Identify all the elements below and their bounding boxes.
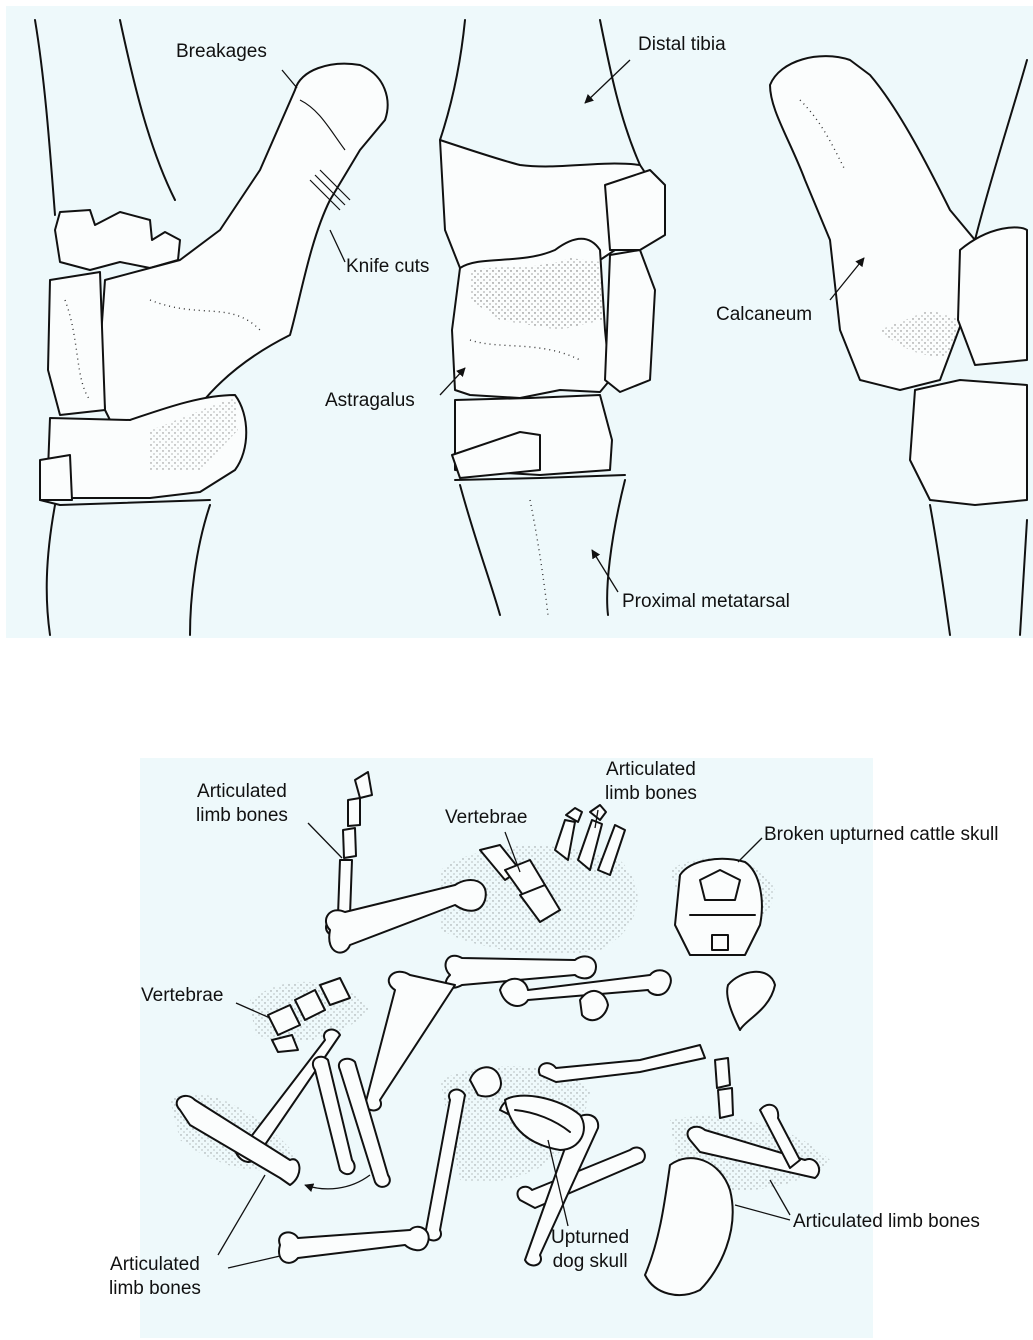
upturned-dog-skull-label: Upturned dog skull xyxy=(551,1226,629,1274)
astragalus-label: Astragalus xyxy=(325,389,415,413)
breakages-arrow xyxy=(282,70,297,88)
vertebrae-left-label: Vertebrae xyxy=(141,984,223,1008)
articulated-limb-bones-top-center-label: Articulated limb bones xyxy=(605,758,697,806)
articulated-limb-bones-bottom-right-label: Articulated limb bones xyxy=(793,1210,980,1234)
vertebrae-top-label: Vertebrae xyxy=(445,806,527,830)
articulated-limb-bones-bottom-left-label: Articulated limb bones xyxy=(109,1253,201,1301)
right-hock-view xyxy=(770,56,1027,635)
breakages-label: Breakages xyxy=(176,40,267,64)
hock-joint-drawing xyxy=(0,0,1033,640)
calcaneum-label: Calcaneum xyxy=(716,303,812,327)
distal-tibia-arrow xyxy=(585,60,630,103)
broken-cattle-skull-label: Broken upturned cattle skull xyxy=(764,823,998,847)
articulated-limb-bones-top-left-label: Articulated limb bones xyxy=(196,780,288,828)
knife-cuts-label: Knife cuts xyxy=(346,255,429,279)
proximal-metatarsal-label: Proximal metatarsal xyxy=(622,590,790,614)
left-hock-view xyxy=(35,20,388,635)
knife-cuts-arrow xyxy=(330,230,345,262)
proximal-metatarsal-arrow xyxy=(592,550,618,592)
middle-hock-view xyxy=(440,20,665,615)
distal-tibia-label: Distal tibia xyxy=(638,33,726,57)
